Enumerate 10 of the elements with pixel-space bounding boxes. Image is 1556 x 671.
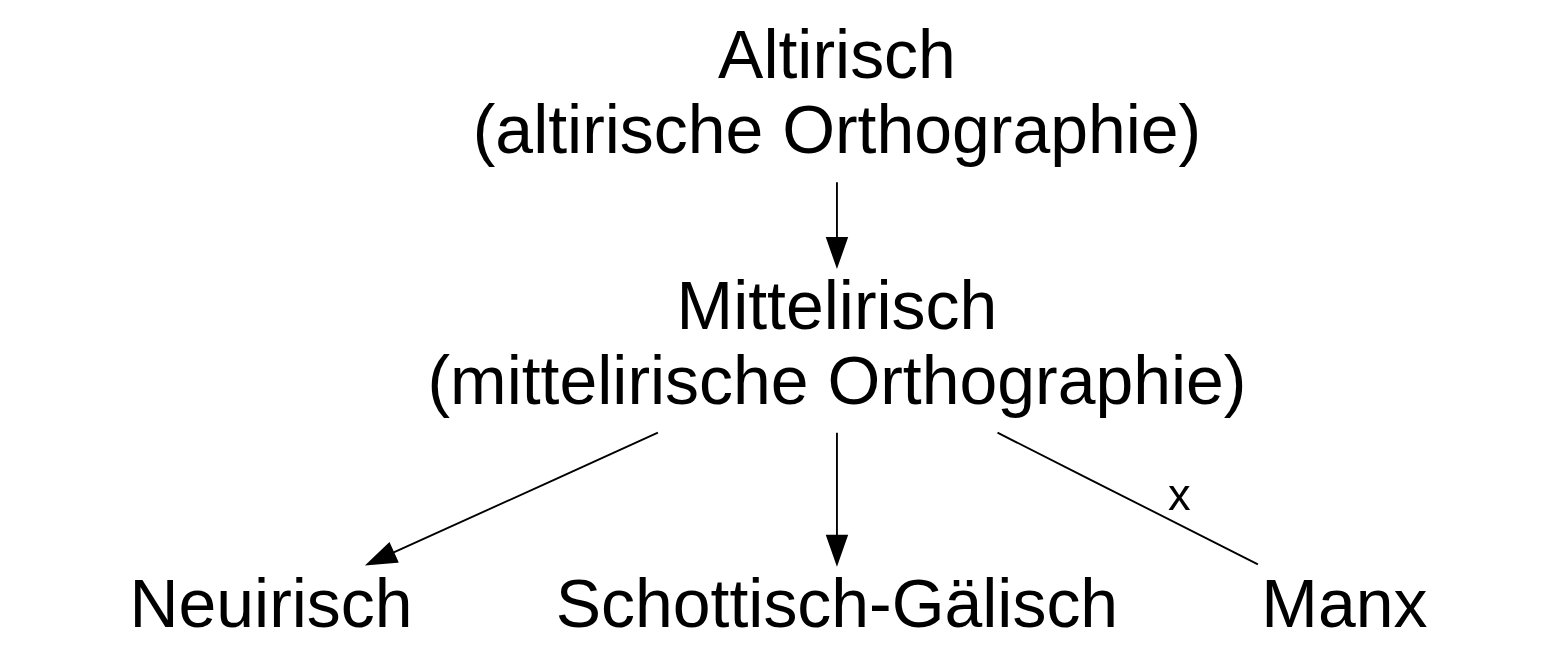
arrow — [825, 181, 849, 270]
node-text: Neuirisch — [129, 565, 413, 641]
edge-label: x — [1168, 469, 1191, 521]
node-text: Manx — [1261, 565, 1428, 641]
arrow — [825, 431, 849, 567]
node-text: Altirisch (altirische Orthographie) — [472, 16, 1202, 168]
node-text: Schottisch-Gälisch — [555, 565, 1119, 641]
node-text: Mittelirisch (mittelirische Orthographie) — [427, 267, 1247, 418]
arrow — [364, 431, 659, 566]
connector — [996, 431, 1259, 566]
